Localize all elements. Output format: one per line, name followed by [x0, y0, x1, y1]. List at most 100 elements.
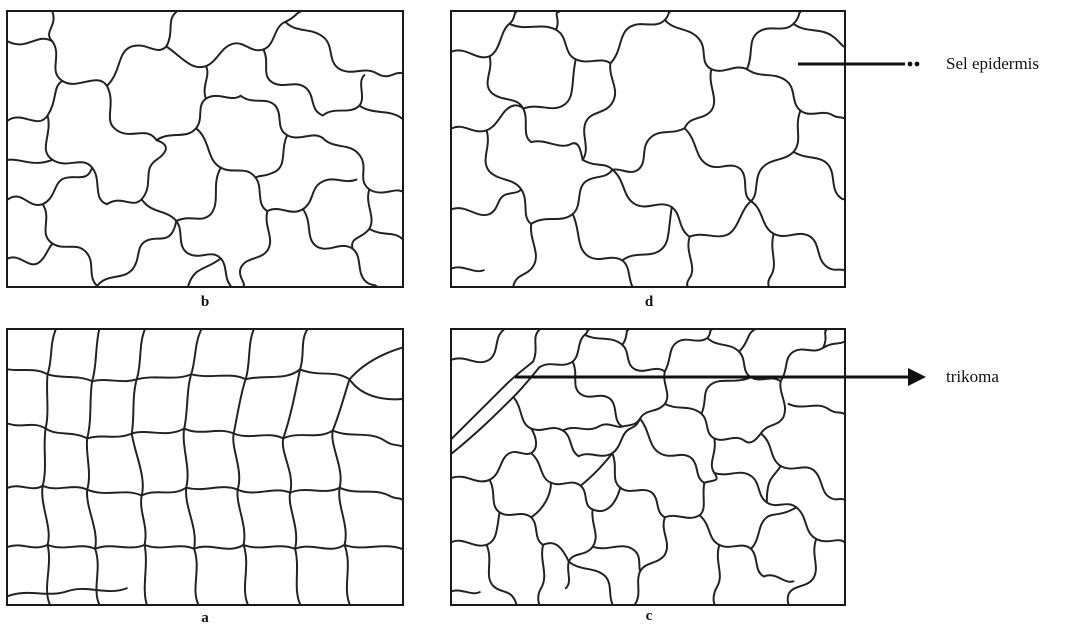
cell-wall	[323, 138, 402, 192]
cell-wall	[238, 438, 291, 492]
cell-pattern-a	[8, 330, 402, 604]
cell-wall	[509, 24, 610, 63]
cell-wall	[295, 549, 300, 604]
cell-wall	[234, 369, 300, 438]
cell-wall	[488, 56, 532, 142]
cell-wall	[240, 211, 270, 286]
cell-wall	[188, 258, 221, 286]
label-trikoma: trikoma	[946, 367, 999, 387]
cell-wall	[789, 404, 844, 414]
cell-wall	[569, 562, 613, 604]
cell-wall	[196, 128, 267, 211]
cell-wall	[543, 543, 569, 562]
cell-wall	[531, 170, 612, 224]
cell-wall	[640, 419, 704, 483]
epidermis-pointer-dot	[915, 62, 920, 67]
cell-wall	[556, 12, 559, 30]
cell-wall	[345, 545, 350, 604]
cell-wall	[452, 591, 480, 594]
cell-wall	[8, 244, 53, 265]
panel-label-b: b	[195, 294, 215, 311]
cell-wall	[622, 330, 628, 345]
cell-wall	[87, 379, 136, 438]
cell-wall	[142, 429, 188, 496]
cell-wall	[145, 488, 195, 549]
cell-wall	[285, 22, 402, 76]
cell-wall	[612, 453, 664, 517]
micrograph-panel-a	[6, 328, 404, 606]
cell-wall	[132, 374, 191, 433]
cell-wall	[796, 507, 844, 541]
epidermis-pointer-dot	[908, 62, 913, 67]
cell-wall	[823, 330, 826, 348]
cell-wall	[350, 379, 402, 399]
cell-wall	[573, 214, 632, 286]
cell-wall	[665, 330, 712, 371]
cell-wall	[701, 377, 750, 413]
cell-wall	[685, 69, 715, 128]
cell-wall	[255, 135, 287, 177]
cell-wall	[767, 466, 781, 502]
cell-wall	[452, 512, 500, 545]
cell-wall	[665, 483, 705, 518]
cell-wall	[612, 128, 684, 172]
trichome-arrowhead	[908, 368, 926, 386]
cell-wall	[97, 221, 176, 286]
cell-wall	[8, 81, 62, 121]
cell-wall	[92, 330, 144, 381]
cell-wall	[665, 20, 747, 71]
cell-wall	[263, 49, 322, 115]
cell-wall	[761, 381, 785, 433]
cell-wall	[246, 330, 307, 379]
cell-wall	[244, 493, 297, 549]
cell-wall	[487, 545, 517, 604]
cell-wall	[523, 59, 575, 108]
cell-wall	[751, 111, 800, 202]
cell-wall	[95, 549, 99, 604]
cell-wall	[581, 453, 613, 486]
cell-wall	[622, 207, 671, 260]
cell-wall	[49, 12, 54, 42]
cell-wall	[612, 170, 689, 237]
micrograph-panel-c	[450, 328, 846, 606]
cell-wall	[359, 106, 402, 119]
cell-wall	[513, 397, 578, 456]
cell-wall	[685, 128, 751, 201]
cell-wall	[95, 496, 145, 549]
cell-wall	[145, 545, 147, 604]
cell-wall	[531, 453, 592, 509]
cell-wall	[142, 199, 231, 286]
cell-wall	[566, 509, 596, 588]
cell-wall	[531, 141, 582, 160]
cell-wall	[794, 24, 844, 47]
cell-wall	[345, 545, 402, 549]
cell-wall	[583, 160, 613, 170]
cell-wall	[191, 330, 253, 379]
cell-wall	[538, 545, 544, 604]
cell-wall	[490, 480, 543, 545]
cell-wall	[194, 549, 198, 604]
cell-wall	[452, 12, 516, 57]
cell-wall	[107, 140, 166, 204]
cell-wall	[369, 229, 402, 239]
cell-wall	[764, 575, 794, 582]
cell-wall	[714, 473, 796, 508]
panel-label-a: a	[195, 610, 215, 627]
cell-wall	[194, 490, 244, 549]
cell-wall	[8, 330, 56, 374]
cell-wall	[176, 168, 221, 221]
cell-wall	[563, 424, 622, 430]
cell-wall	[690, 201, 751, 236]
cell-wall	[267, 179, 356, 211]
cell-wall	[486, 130, 532, 224]
cell-wall	[583, 63, 615, 160]
cell-wall	[186, 433, 239, 489]
cell-wall	[244, 545, 248, 604]
cell-wall	[747, 12, 800, 69]
cell-wall	[43, 438, 89, 489]
cell-wall	[704, 438, 716, 482]
cell-pattern-d	[452, 12, 844, 286]
micrograph-panel-d	[450, 10, 846, 288]
cell-wall	[452, 267, 484, 271]
panel-label-d: d	[639, 294, 659, 311]
